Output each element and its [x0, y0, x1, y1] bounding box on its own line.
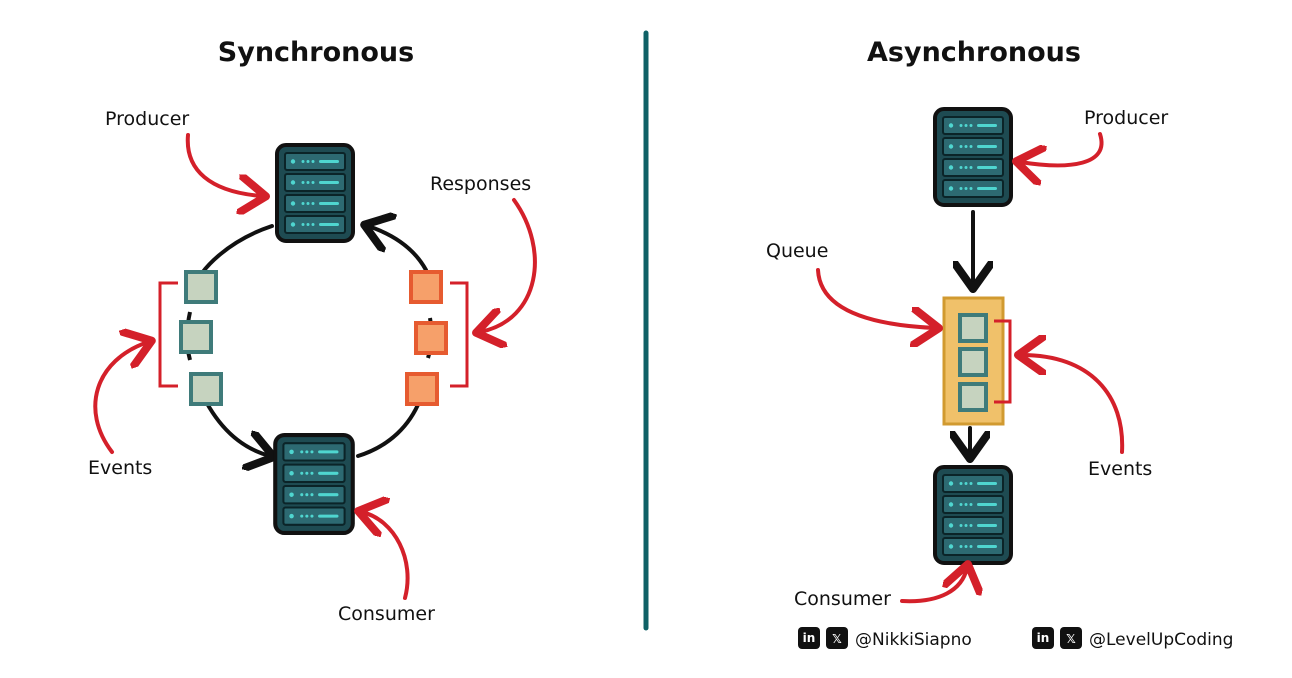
sync-producer-label: Producer — [105, 108, 189, 130]
linkedin-icon[interactable] — [1032, 627, 1054, 649]
async-events-label: Events — [1088, 458, 1152, 480]
response-square — [414, 321, 448, 355]
sync-responses-pointer — [480, 198, 537, 332]
x-icon[interactable] — [826, 627, 848, 649]
sync-events — [179, 270, 223, 406]
sync-producer-server-icon — [275, 143, 355, 243]
async-producer-label: Producer — [1084, 107, 1168, 129]
sync-events-bracket — [158, 281, 178, 388]
async-consumer-label: Consumer — [794, 588, 891, 610]
async-title: Asynchronous — [867, 37, 1081, 68]
event-square — [958, 347, 988, 377]
response-square — [405, 372, 439, 406]
async-queue-pointer — [816, 268, 935, 328]
footer-handle-1[interactable]: in 𝕏 @NikkiSiapno — [798, 627, 972, 650]
async-producer-server-icon — [933, 107, 1013, 207]
sync-responses-bracket — [450, 281, 469, 388]
sync-events-pointer — [93, 342, 148, 454]
event-square — [189, 372, 223, 406]
svg-text:𝕏: 𝕏 — [1066, 632, 1076, 646]
sync-producer-pointer — [185, 133, 262, 196]
handle-nikkisiapno[interactable]: @NikkiSiapno — [855, 630, 972, 650]
svg-text:in: in — [1037, 631, 1050, 645]
sync-consumer-label: Consumer — [338, 603, 435, 625]
async-events-pointer — [1022, 355, 1125, 454]
sync-events-label: Events — [88, 457, 152, 479]
x-icon[interactable] — [1060, 627, 1082, 649]
event-square — [958, 382, 988, 412]
svg-text:𝕏: 𝕏 — [832, 632, 842, 646]
sync-response-arrow — [368, 226, 428, 272]
async-producer-pointer — [1020, 132, 1104, 165]
response-square — [409, 270, 443, 304]
sync-flow-circle — [185, 226, 434, 456]
async-queue-label: Queue — [766, 240, 828, 262]
sync-consumer-server-icon — [275, 435, 353, 533]
sync-responses — [405, 270, 448, 406]
svg-text:in: in — [803, 631, 816, 645]
event-square — [179, 320, 213, 354]
async-consumer-pointer — [900, 568, 967, 604]
sync-consumer-pointer — [362, 512, 410, 600]
event-square — [958, 313, 988, 343]
footer-handle-2[interactable]: in 𝕏 @LevelUpCoding — [1032, 627, 1233, 650]
handle-levelupcoding[interactable]: @LevelUpCoding — [1089, 630, 1233, 650]
async-consumer-server-icon — [933, 465, 1013, 565]
sync-title: Synchronous — [218, 37, 414, 68]
async-events-bracket — [994, 319, 1012, 404]
queue — [942, 296, 1005, 426]
sync-responses-label: Responses — [430, 173, 531, 195]
event-square — [184, 270, 218, 304]
linkedin-icon[interactable] — [798, 627, 820, 649]
